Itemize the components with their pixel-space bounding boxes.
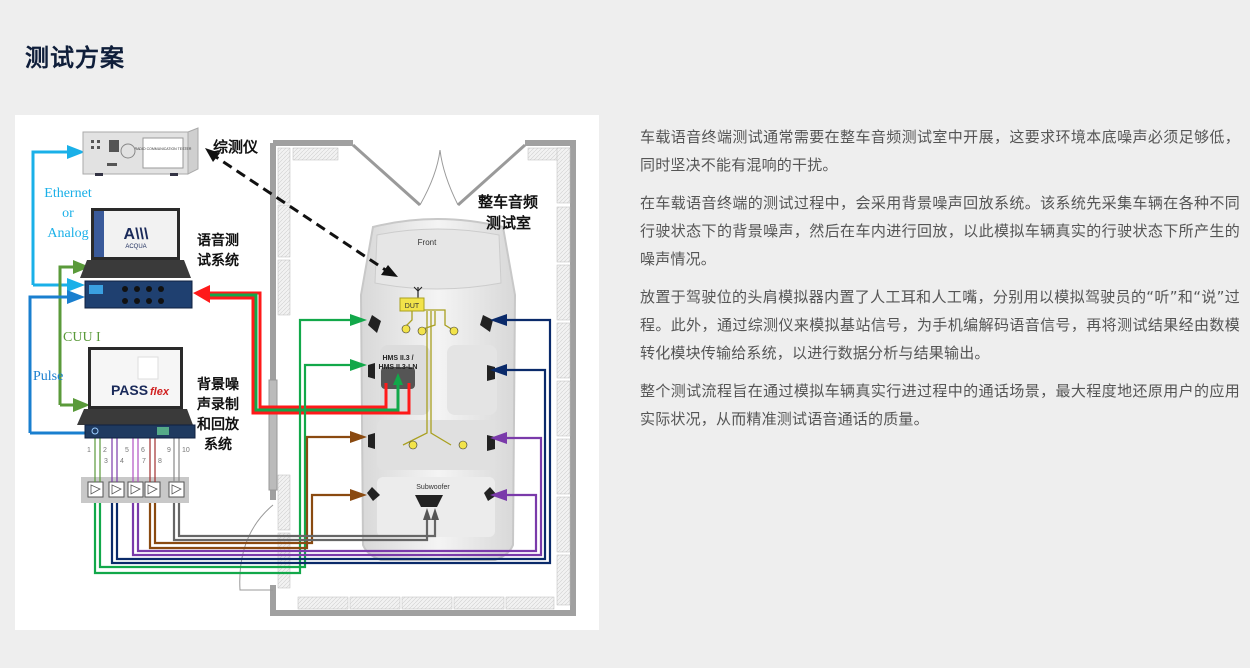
subwoofer-label: Subwoofer — [416, 484, 450, 491]
bg-system-label-1: 背景噪 — [197, 376, 240, 393]
room-label-2: 测试室 — [486, 214, 531, 232]
channel-3: 3 — [104, 458, 108, 465]
hms-cables — [193, 285, 411, 415]
bg-system-label: 背景噪 声录制 和回放 系统 — [196, 376, 240, 453]
front-label: Front — [418, 238, 437, 247]
bg-system-label-3: 和回放 — [197, 416, 240, 433]
tester-screen-text: RADIO COMMUNICATION TESTER — [135, 147, 192, 151]
dut-label: DUT — [405, 303, 420, 310]
acqua-logo-text: ACQUA — [125, 244, 146, 250]
channel-9: 9 — [167, 447, 171, 454]
radio-tester-device: RADIO COMMUNICATION TESTER — [82, 127, 199, 176]
channel-numbers: 1 2 3 4 5 6 7 8 9 10 — [87, 447, 190, 465]
paragraph: 车载语音终端测试通常需要在整车音频测试室中开展，这要求环境本底噪声必须足够低，同… — [640, 128, 1240, 174]
amplifier-rack — [81, 477, 189, 503]
or-label: or — [62, 206, 74, 221]
hms-label-1: HMS II.3 / — [382, 355, 413, 362]
cuu-label: CUU I — [63, 330, 101, 345]
bg-system-label-4: 系统 — [204, 436, 232, 453]
paragraph: 放置于驾驶位的头肩模拟器内置了人工耳和人工嘴，分别用以模拟驾驶员的“听”和“说”… — [640, 288, 1240, 362]
pass-frontend — [84, 424, 196, 439]
subwoofer-icon — [415, 495, 443, 507]
channel-2: 2 — [103, 447, 107, 454]
link-labels: Ethernet or Analog CUU I Pulse — [33, 186, 101, 384]
pass-flex-laptop: PASS flex — [77, 347, 193, 425]
description: 车载语音终端测试通常需要在整车音频测试室中开展，这要求环境本底噪声必须足够低，同… — [640, 123, 1240, 443]
paragraph: 整个测试流程旨在通过模拟车辆真实行进过程中的通话场景，最大程度地还原用户的应用实… — [640, 382, 1240, 428]
hms-label-2: HMS II.3-LN — [379, 364, 418, 371]
acqua-laptop: A\\\ ACQUA — [80, 208, 191, 278]
page-title: 测试方案 — [25, 44, 125, 72]
bg-system-label-2: 声录制 — [196, 396, 239, 413]
channel-8: 8 — [158, 458, 162, 465]
dut-device: DUT — [399, 286, 468, 450]
ethernet-label: Ethernet — [44, 186, 92, 201]
channel-6: 6 — [141, 447, 145, 454]
channel-5: 5 — [125, 447, 129, 454]
wireless-link-line — [209, 151, 391, 275]
channel-cables — [93, 318, 552, 575]
cable-arrows — [350, 314, 507, 520]
channel-wires — [94, 437, 180, 482]
channel-4: 4 — [120, 458, 124, 465]
analog-label: Analog — [47, 226, 88, 241]
test-room — [239, 140, 576, 616]
svg-text:A\\\: A\\\ — [124, 226, 149, 243]
channel-7: 7 — [142, 458, 146, 465]
acqua-frontend — [84, 280, 193, 309]
test-setup-diagram: Front Subwoofer HMS II.3 / HMS II.3-LN D… — [15, 115, 599, 630]
flex-logo-text: flex — [150, 386, 170, 398]
voice-system-label-2: 试系统 — [197, 252, 239, 269]
channel-1: 1 — [87, 447, 91, 454]
paragraph: 在车载语音终端的测试过程中，会采用背景噪声回放系统。该系统先采集车辆在各种不同行… — [640, 194, 1240, 268]
voice-system-label-1: 语音测 — [197, 232, 239, 249]
left-connections — [28, 150, 85, 435]
pulse-label: Pulse — [33, 369, 63, 384]
channel-10: 10 — [182, 447, 190, 454]
room-label-1: 整车音频 — [478, 193, 538, 211]
tester-label: 综测仪 — [213, 138, 259, 156]
pass-logo-text: PASS — [111, 382, 148, 398]
room-label: 整车音频 测试室 — [478, 193, 538, 232]
